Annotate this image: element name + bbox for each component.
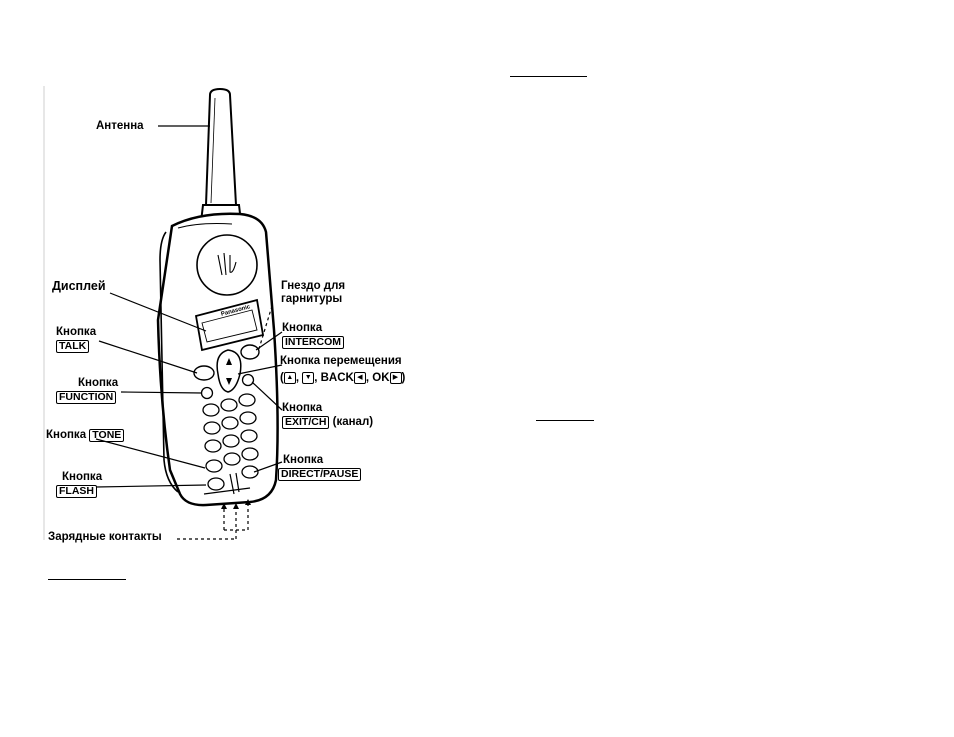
exit-ch-note: (канал) — [333, 416, 373, 428]
navigation-label: Кнопка перемещения (▲, ▼, BACK◀, OK▶) — [280, 355, 405, 385]
exit-ch-key-box: EXIT/CH — [282, 416, 329, 429]
talk-label-word: Кнопка — [56, 326, 96, 338]
talk-key-box: TALK — [56, 340, 89, 353]
talk-label: Кнопка TALK — [56, 326, 96, 353]
antenna-part — [201, 89, 241, 222]
headset-jack-line2: гарнитуры — [281, 293, 342, 305]
function-label: Кнопка FUNCTION — [56, 377, 118, 404]
antenna-label: Антенна — [96, 120, 144, 133]
left-arrow-key-icon: ◀ — [354, 372, 366, 384]
direct-pause-label: Кнопка DIRECT/PAUSE — [278, 454, 361, 481]
intercom-label: Кнопка INTERCOM — [282, 322, 344, 349]
direct-pause-key-box: DIRECT/PAUSE — [278, 468, 361, 481]
intercom-key — [241, 345, 259, 359]
right-arrow-key-icon: ▶ — [390, 372, 402, 384]
up-arrow-key-icon: ▲ — [284, 372, 296, 384]
function-key-box: FUNCTION — [56, 391, 116, 404]
down-arrow-key-icon: ▼ — [302, 372, 314, 384]
ok-label: OK — [372, 372, 389, 384]
navigation-label-word: Кнопка перемещения — [280, 355, 402, 367]
headset-jack-line1: Гнездо для — [281, 280, 345, 292]
tone-label-word: Кнопка — [46, 429, 86, 441]
exit-ch-key — [243, 375, 254, 386]
direct-pause-label-word: Кнопка — [283, 454, 323, 466]
function-key — [202, 388, 213, 399]
earpiece — [197, 235, 257, 295]
exit-ch-label: Кнопка EXIT/CH (канал) — [282, 402, 373, 429]
tone-key-box: TONE — [89, 429, 124, 442]
tone-label: Кнопка TONE — [46, 428, 124, 442]
intercom-key-box: INTERCOM — [282, 336, 344, 349]
function-label-word: Кнопка — [78, 377, 118, 389]
exit-ch-label-word: Кнопка — [282, 402, 322, 414]
back-label: BACK — [321, 372, 354, 384]
flash-label-word: Кнопка — [62, 471, 102, 483]
flash-label: Кнопка FLASH — [56, 471, 102, 498]
intercom-label-word: Кнопка — [282, 322, 322, 334]
charging-contacts-label: Зарядные контакты — [48, 531, 162, 544]
flash-key-box: FLASH — [56, 485, 97, 498]
handset-body: Panasonic — [158, 214, 278, 505]
headset-jack-label: Гнездо для гарнитуры — [281, 280, 345, 306]
display-label: Дисплей — [52, 280, 106, 293]
